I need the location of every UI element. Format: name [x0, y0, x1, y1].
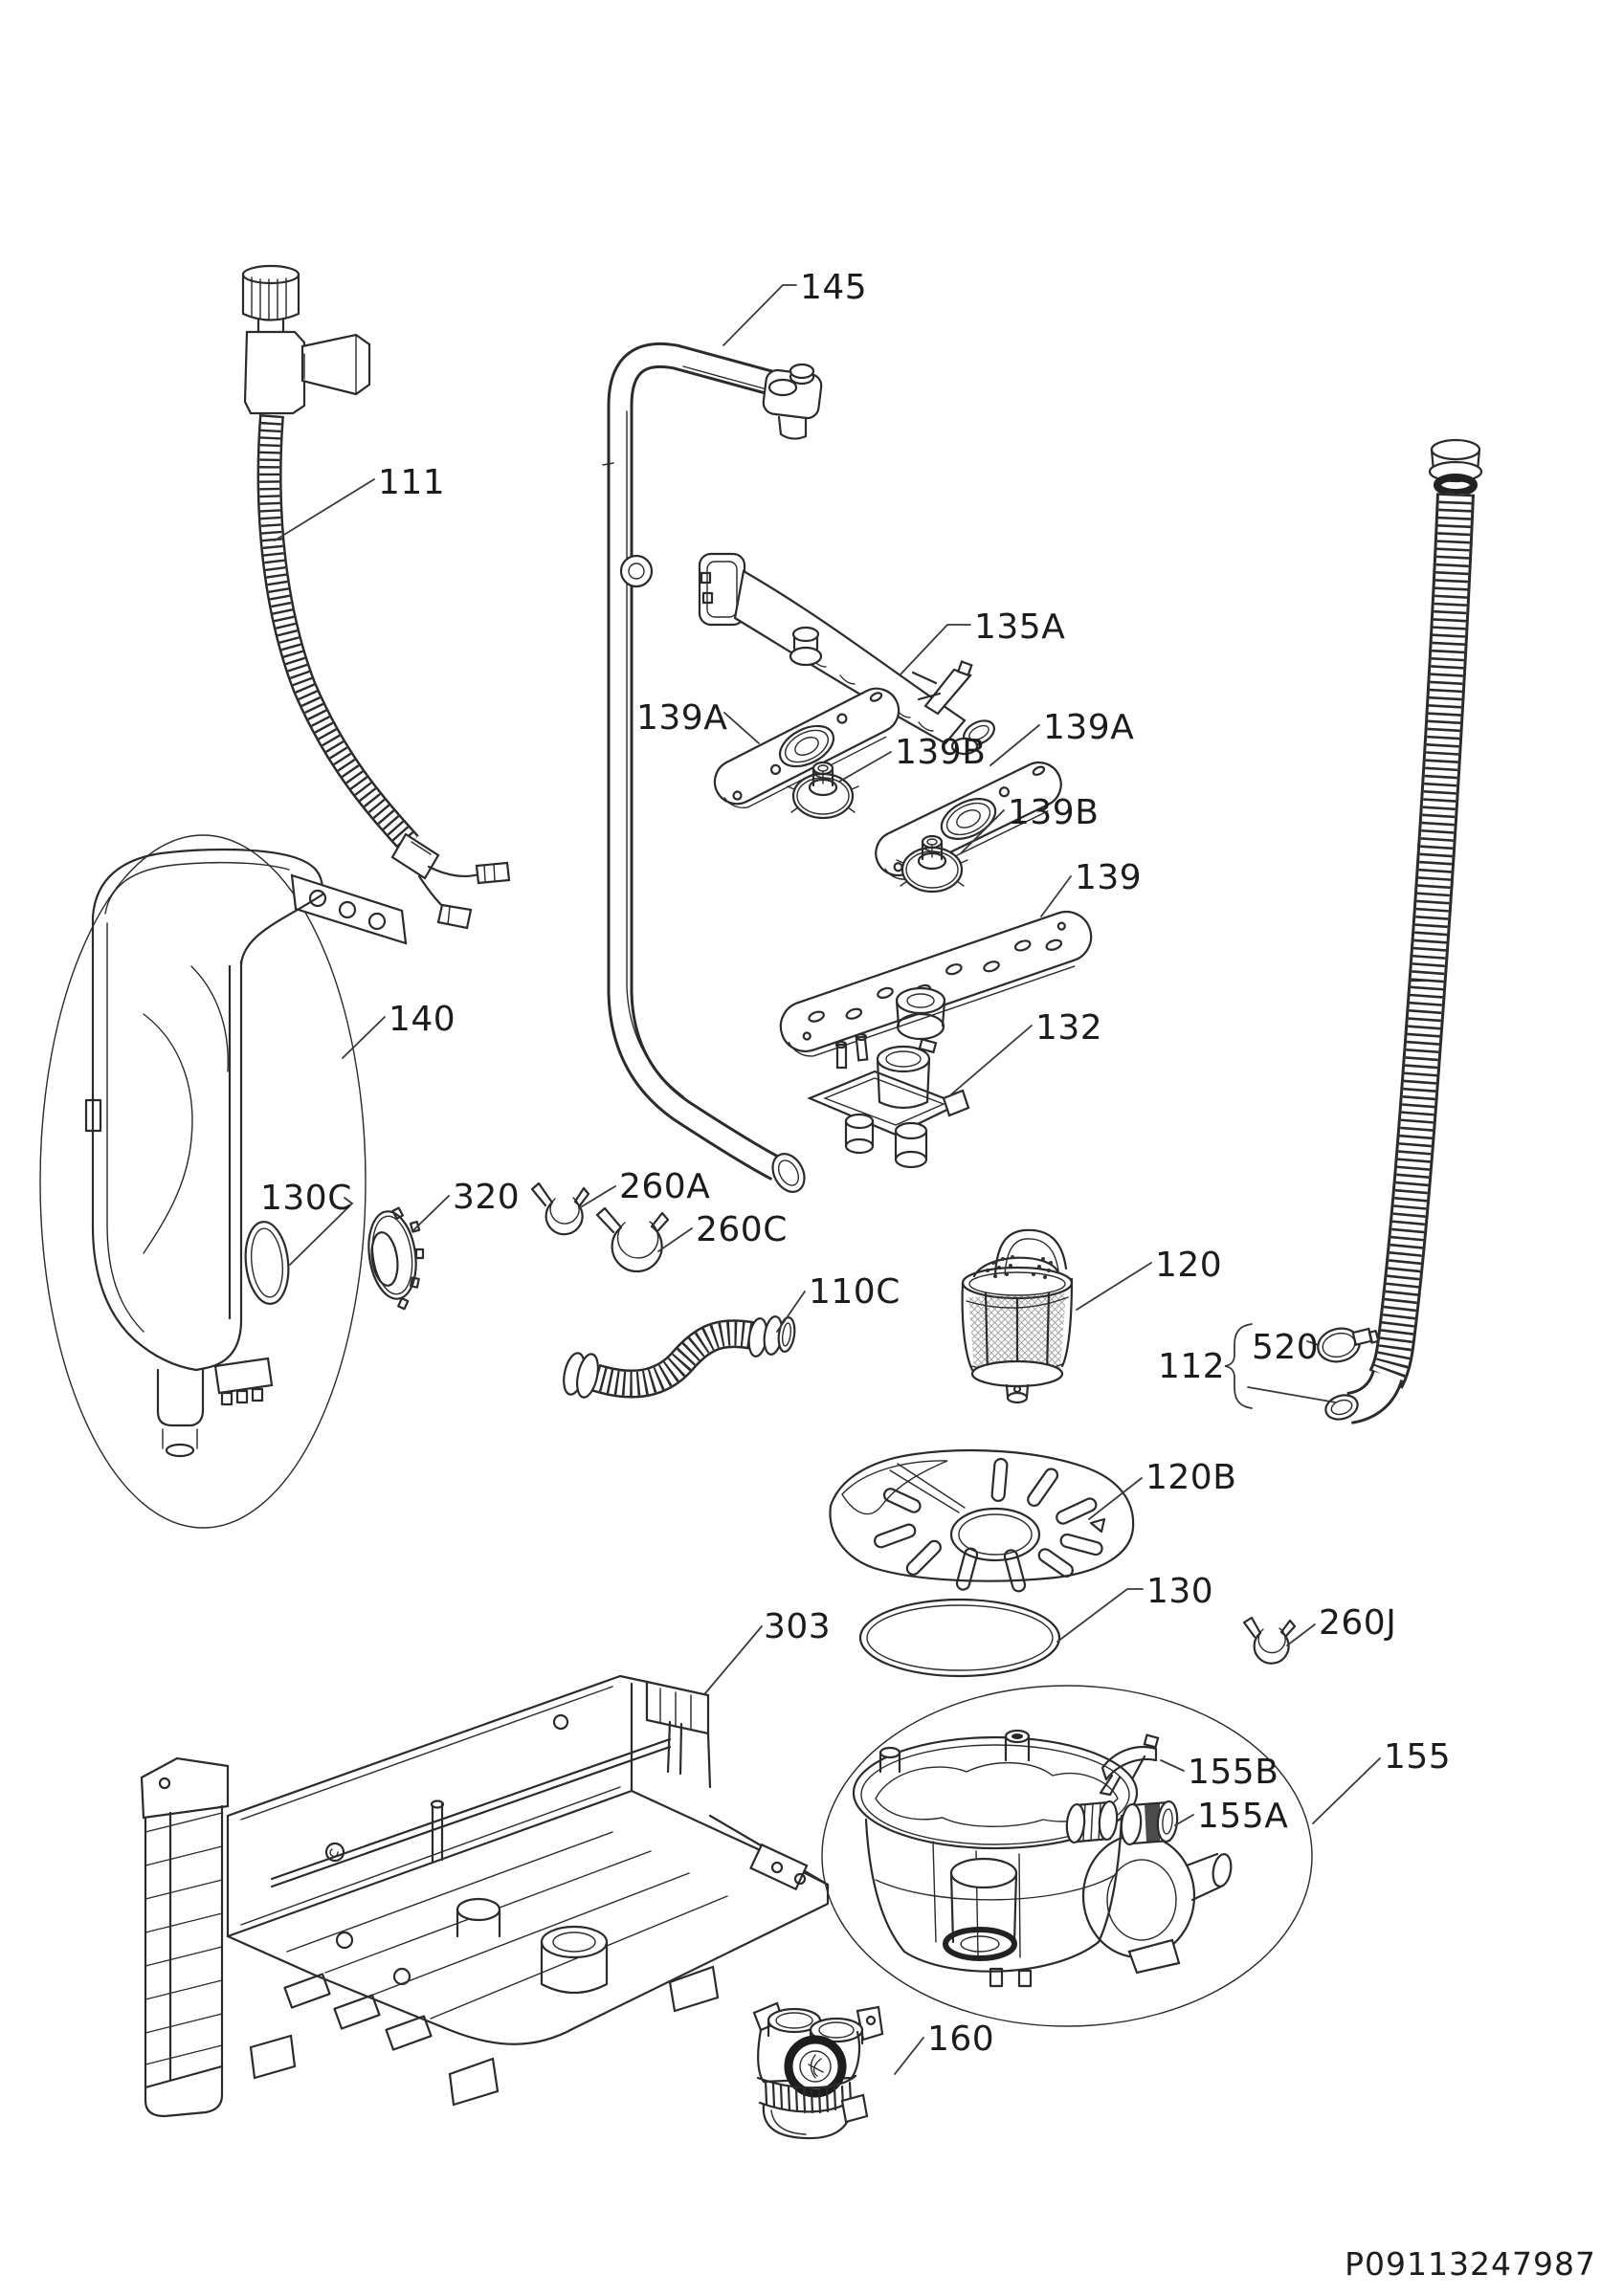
part-label-140: 140	[389, 1000, 456, 1039]
part-160-drain-pump-drawing	[752, 2001, 884, 2140]
part-145-feed-pipe-drawing	[602, 342, 823, 1193]
part-155B-clip-drawing	[1099, 1733, 1160, 1797]
part-label-139: 139	[1075, 858, 1142, 897]
part-label-139B-right: 139B	[1008, 793, 1099, 832]
part-label-260A: 260A	[619, 1167, 710, 1206]
part-130-oring-drawing	[858, 1598, 1061, 1678]
part-132-valve-assembly-drawing	[807, 1032, 970, 1169]
group-brace-112	[1224, 1323, 1253, 1409]
part-520-clamp-drawing	[1317, 1327, 1380, 1363]
part-label-320: 320	[453, 1178, 520, 1217]
part-label-139B-left: 139B	[895, 733, 986, 772]
part-140-inlet-duct-drawing	[39, 834, 408, 1529]
part-260J-clamp-drawing	[1242, 1616, 1297, 1665]
part-label-155: 155	[1384, 1737, 1451, 1777]
part-260C-hose-clamp-drawing	[595, 1206, 670, 1273]
document-code: P09113247987	[1345, 2245, 1596, 2283]
part-260A-hose-clamp-drawing	[530, 1181, 590, 1236]
part-label-112: 112	[1158, 1347, 1225, 1386]
leader-lines	[274, 284, 1381, 2075]
part-110C-hose-drawing	[563, 1315, 796, 1399]
part-label-120B: 120B	[1145, 1458, 1236, 1497]
part-label-110C: 110C	[809, 1272, 900, 1312]
part-303-base-assembly-drawing	[140, 1674, 830, 2118]
part-155-sump-assembly-drawing	[821, 1685, 1313, 2027]
part-320-seal-ring-drawing	[367, 1206, 425, 1311]
part-139-lower-spray-arm-drawing	[779, 911, 1093, 1057]
part-label-135A: 135A	[974, 607, 1065, 647]
part-130C-oval-gasket-drawing	[244, 1221, 290, 1305]
part-label-120: 120	[1155, 1246, 1222, 1285]
part-120-fine-filter-drawing	[961, 1228, 1074, 1404]
part-155A-couplers-drawing	[1065, 1799, 1179, 1846]
part-label-130C: 130C	[260, 1179, 352, 1218]
part-label-303: 303	[764, 1607, 831, 1646]
part-112-drain-hose-drawing	[1324, 438, 1483, 1424]
part-label-130: 130	[1146, 1572, 1213, 1611]
part-labels: 145 111 135A 139A 139B 139A 139B 139 132…	[260, 268, 1451, 2059]
part-label-139A-right: 139A	[1043, 708, 1134, 747]
part-111-fill-hose-drawing	[241, 264, 511, 930]
part-label-111: 111	[378, 463, 445, 502]
part-135A-spray-arm-support-drawing	[698, 552, 995, 756]
part-label-132: 132	[1035, 1008, 1102, 1048]
part-label-260C: 260C	[696, 1210, 788, 1249]
part-120B-strainer-plate-drawing	[829, 1448, 1135, 1593]
part-label-139A-left: 139A	[636, 698, 727, 738]
part-label-520: 520	[1252, 1328, 1319, 1367]
part-label-155B: 155B	[1188, 1753, 1278, 1792]
part-label-155A: 155A	[1197, 1797, 1288, 1836]
part-label-260J: 260J	[1319, 1603, 1396, 1643]
part-label-160: 160	[927, 2020, 994, 2059]
part-label-145: 145	[800, 268, 867, 307]
